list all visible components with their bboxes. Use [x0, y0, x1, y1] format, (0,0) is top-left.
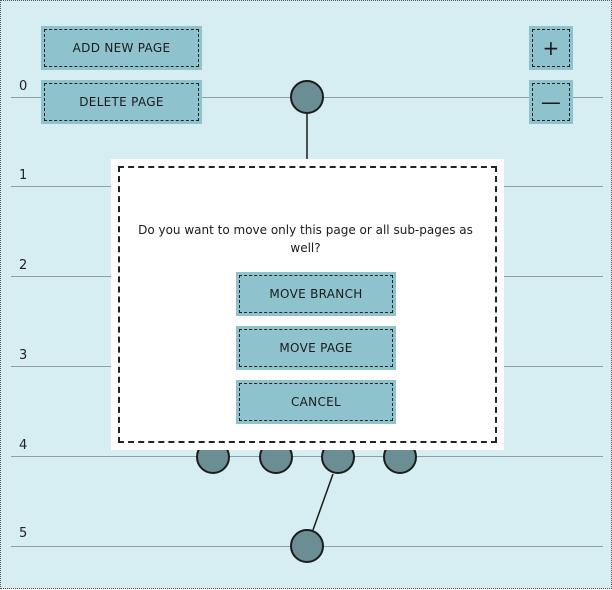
tree-edge — [312, 473, 334, 531]
level-number: 2 — [19, 258, 28, 273]
zoom-out-button[interactable]: — — [529, 80, 573, 124]
dialog-frame: Do you want to move only this page or al… — [118, 166, 497, 443]
page-node-root[interactable] — [290, 80, 324, 114]
cancel-button[interactable]: CANCEL — [236, 380, 396, 424]
page-node[interactable] — [290, 529, 324, 563]
level-number: 4 — [19, 438, 28, 453]
level-number: 3 — [19, 348, 28, 363]
delete-page-button[interactable]: DELETE PAGE — [41, 80, 202, 124]
move-page-label: MOVE PAGE — [239, 329, 393, 367]
level-line-4 — [11, 456, 603, 457]
level-number: 5 — [19, 526, 28, 541]
move-branch-label: MOVE BRANCH — [239, 275, 393, 313]
add-new-page-button[interactable]: ADD NEW PAGE — [41, 26, 202, 70]
level-number: 1 — [19, 168, 28, 183]
move-branch-button[interactable]: MOVE BRANCH — [236, 272, 396, 316]
move-page-button[interactable]: MOVE PAGE — [236, 326, 396, 370]
minus-icon: — — [532, 83, 570, 121]
add-new-page-label: ADD NEW PAGE — [44, 29, 199, 67]
move-page-dialog: Do you want to move only this page or al… — [111, 159, 504, 450]
zoom-in-button[interactable]: + — [529, 26, 573, 70]
plus-icon: + — [532, 29, 570, 67]
level-number: 0 — [19, 79, 28, 94]
cancel-label: CANCEL — [239, 383, 393, 421]
delete-page-label: DELETE PAGE — [44, 83, 199, 121]
dialog-message: Do you want to move only this page or al… — [138, 223, 473, 255]
